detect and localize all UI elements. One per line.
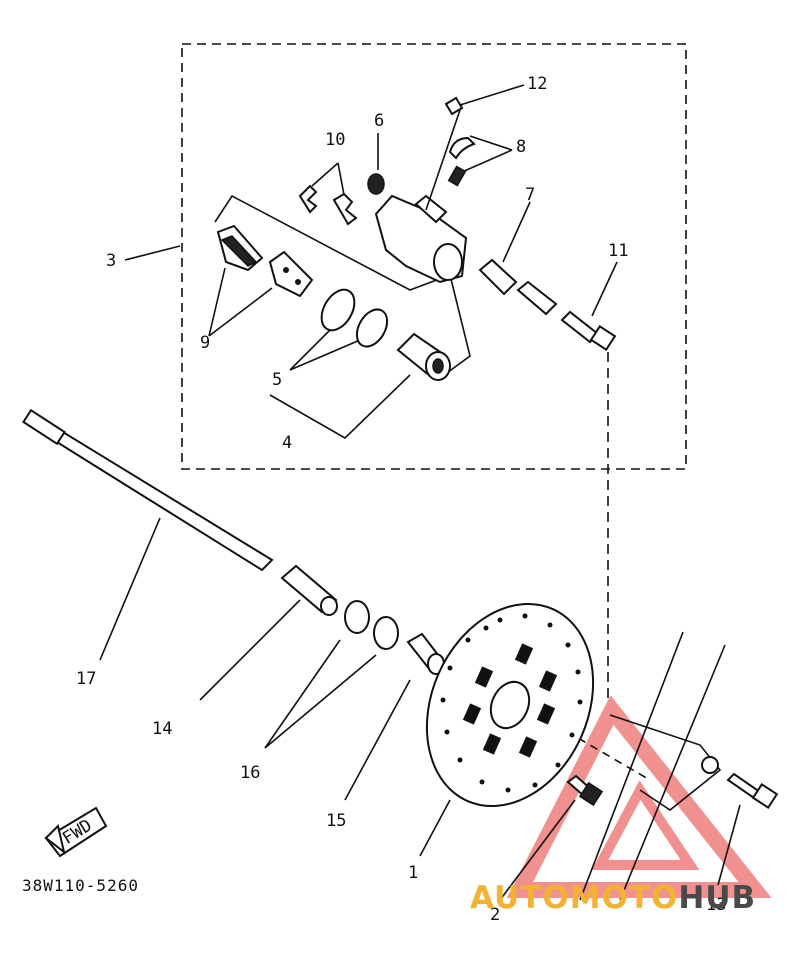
- label-part-6: 6: [374, 111, 384, 131]
- label-part-10: 10: [325, 130, 345, 150]
- brake-pad-9a: [216, 224, 264, 272]
- label-part-12: 12: [527, 74, 547, 94]
- brake-pad-9b: [268, 250, 314, 298]
- label-part-16: 16: [240, 763, 260, 783]
- bolt-2: [566, 774, 604, 807]
- label-part-14: 14: [152, 719, 172, 739]
- pad-spring-10a: [298, 184, 318, 214]
- fwd-arrow-icon: FWD: [44, 806, 108, 858]
- label-part-1: 1: [408, 863, 418, 883]
- collar-14: [280, 564, 338, 616]
- label-part-11: 11: [608, 241, 628, 261]
- rear-axle: [22, 408, 274, 572]
- oil-seal-16b: [373, 616, 399, 650]
- caliper-bracket: [579, 631, 726, 901]
- watermark-part-b: MOTO: [569, 880, 679, 916]
- diagram-code: 38W110-5260: [22, 876, 139, 895]
- label-part-3: 3: [106, 251, 116, 271]
- pad-group-bracket: [214, 194, 471, 379]
- label-part-9: 9: [200, 333, 210, 353]
- watermark-text: AUTOMOTOHUB: [470, 880, 756, 916]
- bleed-screw-12: [444, 96, 464, 116]
- label-part-4: 4: [282, 433, 292, 453]
- bolt-11: [560, 310, 617, 351]
- bolt-13: [726, 772, 779, 809]
- collar-15: [406, 632, 445, 675]
- label-part-15: 15: [326, 811, 346, 831]
- label-part-13: 13: [706, 895, 726, 915]
- piston-seal-5b: [355, 308, 389, 348]
- label-part-7: 7: [525, 185, 535, 205]
- watermark-part-a: AUTO: [470, 880, 570, 916]
- brake-disc: [425, 602, 595, 808]
- watermark-part-c: HUB: [678, 880, 757, 916]
- boot-6: [367, 173, 385, 195]
- label-part-5: 5: [272, 370, 282, 390]
- pin-boot-7: [478, 258, 558, 316]
- bleed-cap-8: [447, 136, 476, 187]
- oil-seal-16a: [344, 600, 370, 634]
- piston-group-bracket: [269, 374, 411, 439]
- caliper-body: [374, 103, 468, 284]
- label-part-8: 8: [516, 137, 526, 157]
- pad-spring-10b: [332, 192, 358, 226]
- label-part-17: 17: [76, 669, 96, 689]
- caliper-piston: [396, 332, 451, 381]
- label-part-2: 2: [490, 905, 500, 925]
- piston-seal-5a: [320, 288, 356, 332]
